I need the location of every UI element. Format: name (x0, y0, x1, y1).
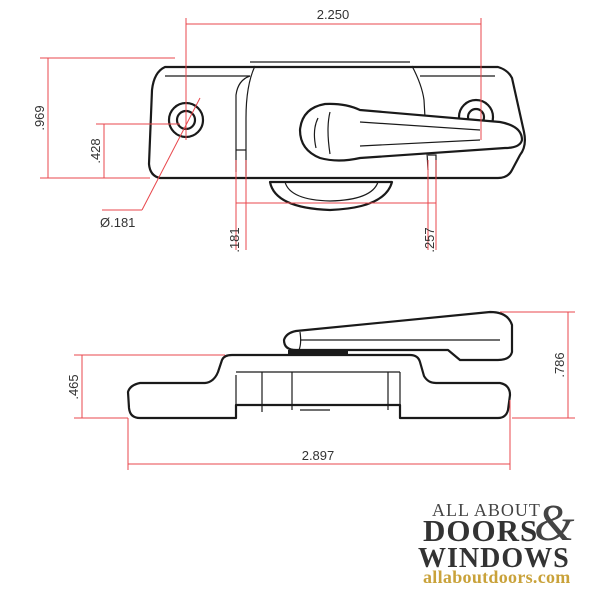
lever-side-profile (282, 310, 514, 362)
dim-hole-diameter: Ø.181 (100, 215, 135, 230)
brand-line-all-about: ALL ABOUT (432, 500, 541, 520)
brand-ampersand: & (534, 495, 575, 552)
brand-line-windows: WINDOWS (418, 543, 570, 574)
dimension-lines (40, 18, 575, 470)
dim-offset-right: .257 (422, 227, 437, 252)
brand-url: allaboutdoors.com (423, 567, 571, 587)
dimension-labels: 2.250 .969 .428 Ø.181 .181 .257 .465 .78… (32, 7, 567, 463)
lever-hub (288, 350, 348, 356)
dim-overall-length: 2.897 (302, 448, 335, 463)
dim-hole-center-height: .428 (88, 138, 103, 163)
roller-wheel (268, 180, 394, 212)
dim-offset-left: .181 (227, 227, 242, 252)
base-plate (126, 353, 512, 420)
dim-side-height-left: .465 (66, 374, 81, 399)
side-view (126, 310, 514, 420)
dim-height-left: .969 (32, 105, 47, 130)
lever-handle (298, 102, 524, 162)
dim-top-width: 2.250 (317, 7, 350, 22)
top-view (147, 61, 526, 212)
brand-line-doors: DOORS (423, 513, 539, 548)
dim-side-height-right: .786 (552, 352, 567, 377)
